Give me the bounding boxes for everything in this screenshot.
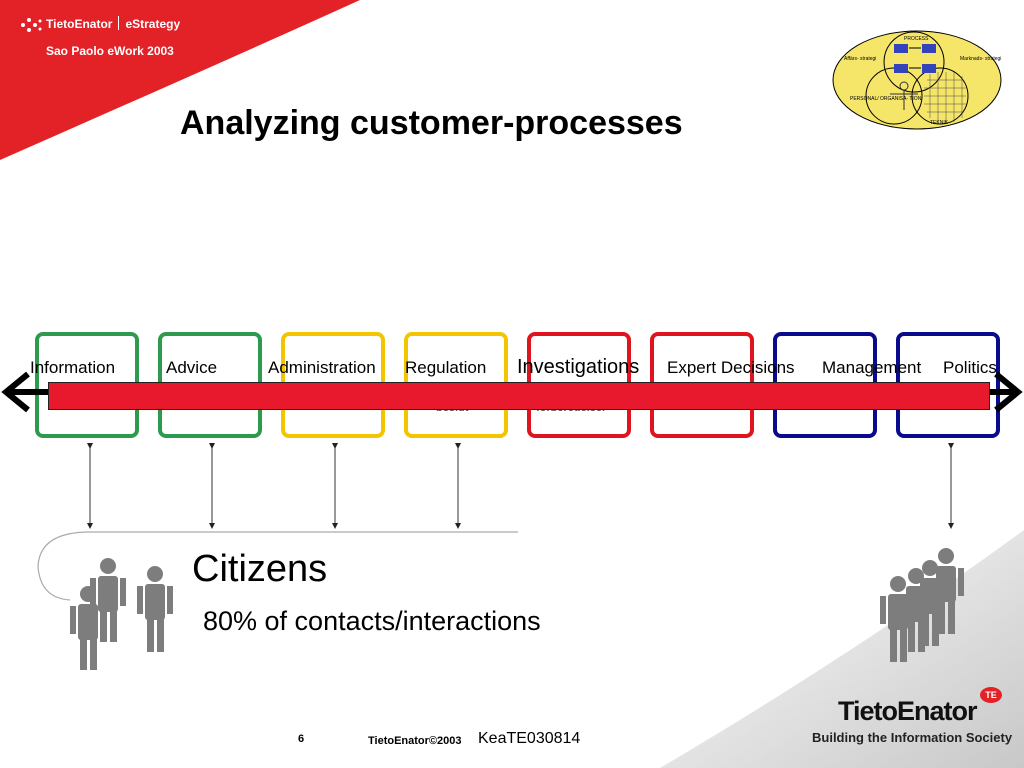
stage-label-management: Management xyxy=(822,358,922,377)
stage-label-investigations: Investigations xyxy=(517,356,640,378)
stage-label-politics: Politics xyxy=(943,358,997,377)
stage-label-regulation: Regulation xyxy=(405,358,487,377)
header-red-corner xyxy=(0,0,360,160)
thumb-personal-label: PERSONAL/ ORGANISA- TION xyxy=(850,96,922,102)
citizens-outline xyxy=(37,531,518,601)
page-title: Analyzing customer-processes xyxy=(180,104,683,142)
stage-label-administration: Administration xyxy=(268,358,376,377)
stage-label-information: Information xyxy=(30,358,116,377)
double-arrow xyxy=(1,371,1023,413)
people-group-left-icon xyxy=(70,558,173,670)
stage-label-advice: Advice xyxy=(166,358,218,377)
footer-copyright: TietoEnator©2003 xyxy=(368,735,462,747)
footer-code: KeaTE030814 xyxy=(478,730,581,747)
background-swoosh xyxy=(660,530,1024,768)
thumb-marknads-label: Marknads- strategi xyxy=(960,56,1001,62)
brand-dots-icon xyxy=(21,18,42,32)
brand-name: TietoEnator xyxy=(46,17,113,31)
process-band xyxy=(48,382,990,410)
stage-label-expert-decisions: Expert Decisions xyxy=(667,358,795,377)
citizens-heading: Citizens xyxy=(192,548,328,590)
connector-arrows xyxy=(87,443,954,529)
citizens-subtext: 80% of contacts/interactions xyxy=(203,606,541,636)
page-number: 6 xyxy=(298,733,305,745)
thumb-affars-label: Affärs- strategi xyxy=(844,56,876,62)
logo-tagline: Building the Information Society xyxy=(812,730,1013,745)
header-brand: TietoEnator eStrategy xyxy=(46,16,180,31)
header-event: Sao Paolo eWork 2003 xyxy=(46,44,174,58)
thumb-teknik-label: TEKNIK xyxy=(930,120,949,126)
tietoenator-logo: TietoEnator xyxy=(838,696,978,726)
thumb-process-label: PROCESS xyxy=(904,36,929,42)
strategy-diagram-thumbnail: PROCESS Affärs- strategi Marknads- strat… xyxy=(832,30,1002,130)
te-badge-icon: TE xyxy=(980,687,1002,703)
people-group-right-icon xyxy=(880,548,964,662)
brand-product: eStrategy xyxy=(125,17,181,31)
